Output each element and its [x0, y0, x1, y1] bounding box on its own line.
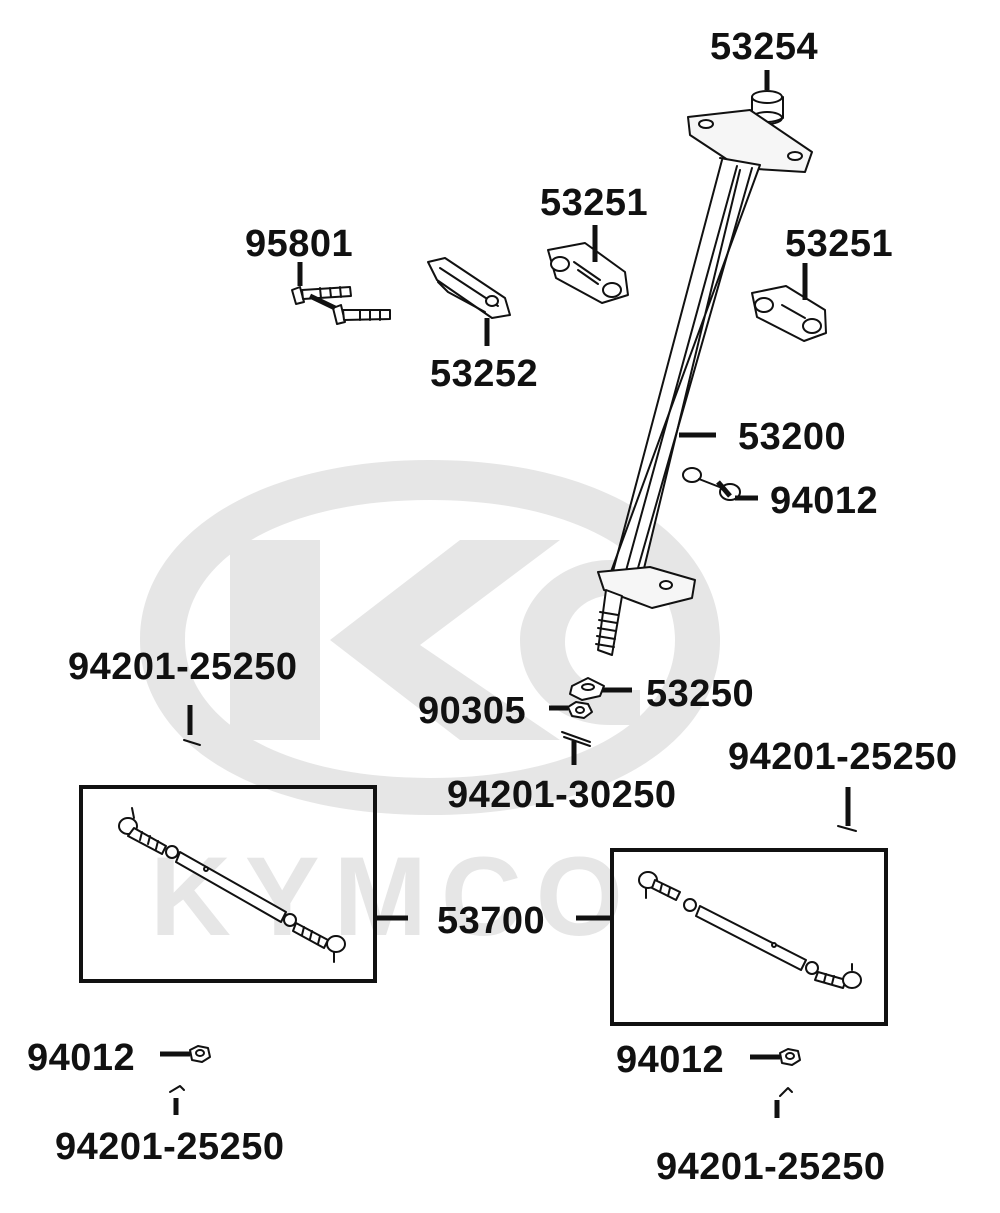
label-94201-25250-bottom-right: 94201-25250: [656, 1146, 886, 1188]
tie-rod-right-part: [638, 871, 862, 989]
cotter-pin-94201-30250-part: [561, 731, 591, 747]
clamp-53251-left-part: [547, 242, 629, 304]
nut-94012-right-part: [779, 1048, 801, 1066]
label-94201-25250-top-left: 94201-25250: [68, 646, 298, 688]
cotter-pin-bottom-right-part: [779, 1087, 793, 1097]
nut-94012-left-part: [189, 1045, 211, 1063]
bracket-53252-part: [427, 257, 511, 319]
tie-rod-left-part: [118, 807, 346, 963]
label-53700: 53700: [437, 900, 546, 942]
nut-94012-shaft-part: [682, 467, 741, 501]
cotter-pin-top-left-part: [183, 739, 201, 746]
label-94012-left: 94012: [27, 1037, 136, 1079]
kymco-watermark-text: KYMCO: [150, 834, 637, 959]
label-53250: 53250: [646, 673, 755, 715]
label-90305: 90305: [418, 690, 527, 732]
label-94012-shaft: 94012: [770, 480, 879, 522]
label-53252: 53252: [430, 353, 539, 395]
label-53254: 53254: [710, 26, 819, 68]
leader-lines: [160, 70, 851, 1118]
kymco-watermark: [140, 460, 720, 815]
washer-53250-part: [569, 677, 605, 701]
tie-rod-right-box: [610, 848, 888, 1026]
label-94201-25250-bottom-left: 94201-25250: [55, 1126, 285, 1168]
nut-90305-part: [567, 701, 593, 719]
label-94201-25250-top-right: 94201-25250: [728, 736, 958, 778]
label-94201-30250: 94201-30250: [447, 774, 677, 816]
bolt-95801-part: [291, 286, 391, 325]
steering-shaft-53200-part: [595, 109, 813, 656]
tie-rod-left-box: [79, 785, 377, 983]
cotter-pin-top-right-part: [837, 825, 857, 832]
label-94012-right: 94012: [616, 1039, 725, 1081]
cotter-pin-bottom-left-part: [169, 1085, 185, 1093]
label-53200: 53200: [738, 416, 847, 458]
label-53251-right: 53251: [785, 223, 894, 265]
clamp-53251-right-part: [751, 285, 827, 342]
label-53251-left: 53251: [540, 182, 649, 224]
label-95801: 95801: [245, 223, 354, 265]
